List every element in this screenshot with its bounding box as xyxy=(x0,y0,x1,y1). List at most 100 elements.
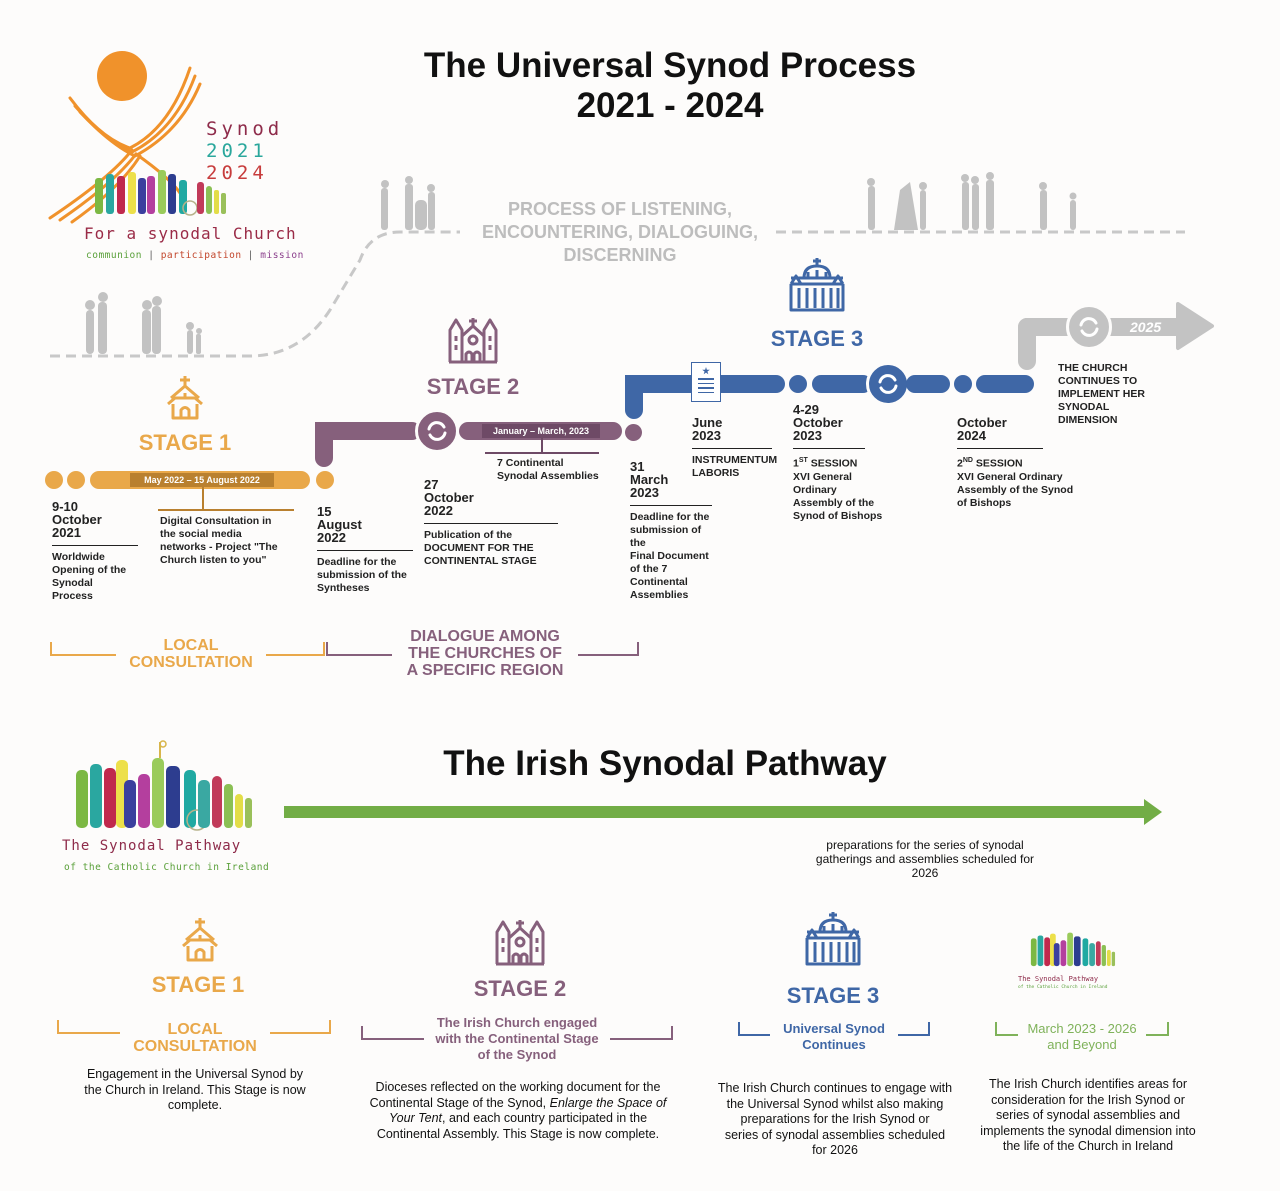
irish-stage2-heading: STAGE 2 xyxy=(473,976,567,1001)
pilgrims-icon xyxy=(76,740,252,831)
value-mission: mission xyxy=(260,250,304,261)
pilgrims-icon xyxy=(1030,932,1116,967)
timeline-dot xyxy=(954,375,972,393)
process-path xyxy=(50,172,1185,358)
session-label: 2ND SESSION xyxy=(957,457,1023,470)
cathedral-icon xyxy=(495,920,545,966)
process-label: PROCESS OF LISTENING, ENCOUNTERING, DIAL… xyxy=(460,198,780,267)
stage3-heading: STAGE 3 xyxy=(770,326,864,351)
future-cycle-icon xyxy=(1066,304,1112,350)
irish-title: The Irish Synodal Pathway xyxy=(443,744,887,783)
event-rule xyxy=(793,448,865,449)
synod-logo-tagline: For a synodal Church xyxy=(84,224,297,243)
value-separator: | xyxy=(247,250,255,261)
irish-stage3-body: The Irish Church continues to engage wit… xyxy=(717,1081,953,1157)
timeline-dot xyxy=(67,471,85,489)
connector xyxy=(158,509,294,511)
basilica-icon xyxy=(789,258,845,312)
chapel-icon xyxy=(182,918,218,962)
synod-logo-values: communion | participation | mission xyxy=(86,250,304,261)
process-label-line: PROCESS OF LISTENING, xyxy=(507,199,733,219)
pathway-arrow-shaft xyxy=(284,806,1146,818)
connector xyxy=(485,452,599,454)
irish-logo-name: The Synodal Pathway xyxy=(62,838,242,854)
document-title: Enlarge the Space of Your Tent xyxy=(388,1095,667,1126)
process-label-line: DISCERNING xyxy=(563,245,677,265)
universal-title-line2: 2021 - 2024 xyxy=(576,86,764,125)
event-rule xyxy=(957,448,1043,449)
desc-line: SYNODAL xyxy=(1058,401,1110,413)
event-rule xyxy=(52,545,138,546)
value-separator: | xyxy=(148,250,155,261)
timeline-dot xyxy=(625,424,642,441)
value-participation: participation xyxy=(160,250,242,261)
chapel-icon xyxy=(167,376,203,420)
universal-title-line1: The Universal Synod Process xyxy=(423,46,917,85)
process-label-line: ENCOUNTERING, DIALOGUING, xyxy=(481,222,758,242)
timeline-dot xyxy=(789,375,807,393)
stage2-cycle-icon xyxy=(415,409,459,453)
walking-people-icon xyxy=(85,172,1077,354)
irish-logo: The Synodal Pathway of the Catholic Chur… xyxy=(62,740,272,880)
synod-logo-text: Synod 2021 2024 xyxy=(206,118,283,184)
value-communion: communion xyxy=(86,250,142,261)
event-rule xyxy=(630,505,712,506)
universal-title: The Universal Synod Process 2021 - 2024 xyxy=(380,46,960,126)
stage1-period-tag: May 2022 – 15 August 2022 xyxy=(130,473,274,487)
future-description: THE CHURCH CONTINUES TO IMPLEMENT HER SY… xyxy=(1058,362,1168,427)
desc-line: THE CHURCH xyxy=(1058,362,1128,374)
event-rule xyxy=(424,523,558,524)
desc-line: DIMENSION xyxy=(1058,414,1118,426)
stage1-heading: STAGE 1 xyxy=(138,430,232,455)
future-year: 2025 xyxy=(1130,319,1162,335)
cathedral-icon xyxy=(448,318,498,364)
connector xyxy=(541,438,543,452)
irish-logo-sub: of the Catholic Church in Ireland xyxy=(64,862,270,873)
irish-small-logo-sub: of the Catholic Church in Ireland xyxy=(1018,985,1108,990)
basilica-icon xyxy=(805,912,861,966)
process-path-line-left xyxy=(50,230,460,358)
stage3-track xyxy=(976,375,1034,393)
event-rule xyxy=(692,448,772,449)
stage3-track xyxy=(906,375,950,393)
desc-line: CONTINUES TO xyxy=(1058,375,1138,387)
document-icon xyxy=(691,362,721,402)
synod-logo-year2: 2024 xyxy=(206,162,268,184)
synod-logo: Synod 2021 2024 For a synodal Church com… xyxy=(40,28,330,268)
future-arrow-icon xyxy=(1176,302,1214,350)
stage2-period-tag: January – March, 2023 xyxy=(482,424,600,438)
synod-logo-year1: 2021 xyxy=(206,140,268,162)
irish-small-logo-name: The Synodal Pathway xyxy=(1018,975,1099,983)
synod-logo-word: Synod xyxy=(206,118,284,140)
